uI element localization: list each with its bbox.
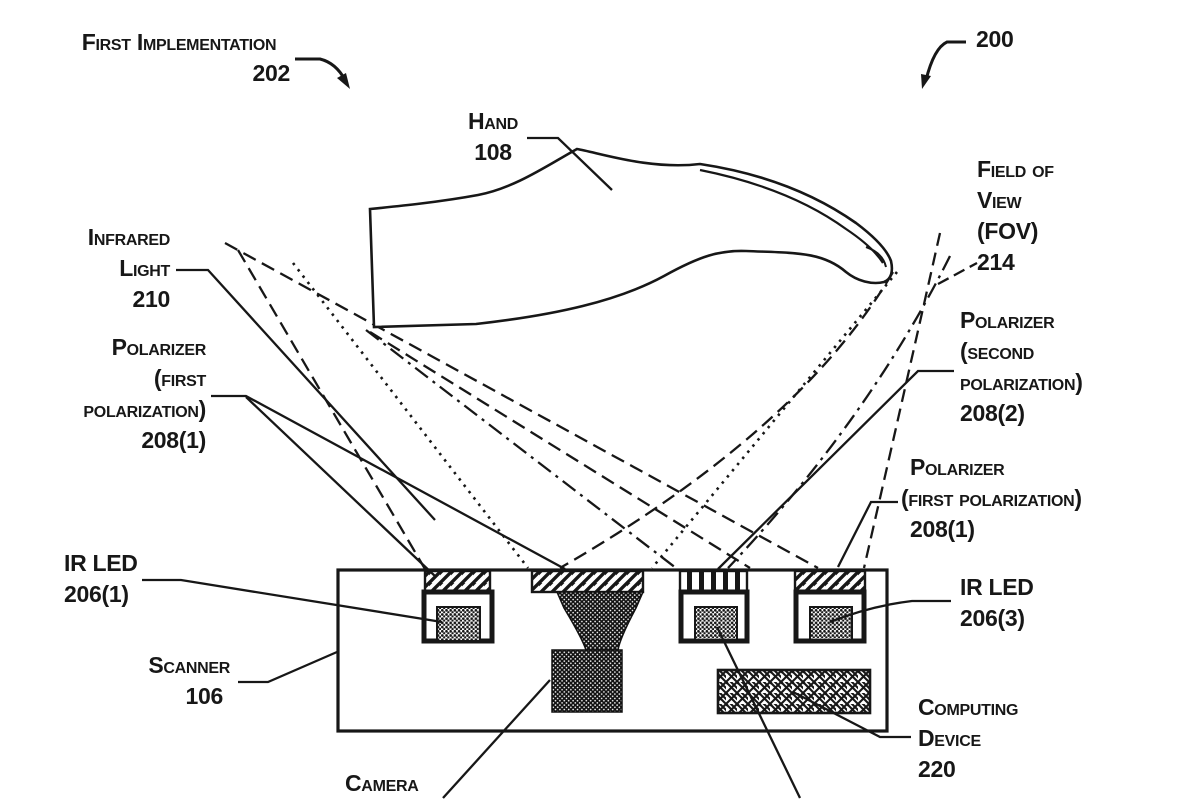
label-ir-led-right: IR LED 206(3) — [960, 574, 1034, 631]
arrow-200 — [924, 40, 966, 81]
computing-device-block — [716, 668, 872, 715]
label-polarizer-first-left: Polarizer (first polarization) 208(1) — [83, 334, 206, 453]
ir-ray-wrist-dashed — [369, 331, 751, 569]
fingernail-line — [865, 246, 887, 268]
hand-outline — [368, 147, 894, 329]
polarizer-strip-first-left — [423, 569, 492, 594]
leader-polarizer-left-b — [245, 396, 437, 578]
label-scanner: Scanner 106 — [148, 652, 230, 709]
leader-infrared-light — [176, 268, 436, 521]
camera-body — [551, 649, 623, 713]
arrow-202 — [295, 57, 347, 81]
fov-ray-right-dashdot — [727, 255, 952, 569]
label-ir-led-left: IR LED 206(1) — [64, 550, 138, 607]
polarizer-strip-first-center — [530, 569, 645, 594]
leader-polarizer-left-a — [211, 394, 566, 571]
leader-camera — [442, 679, 551, 799]
label-computing-device: Computing Device 220 — [918, 694, 1019, 782]
ir-led-die-3 — [809, 606, 853, 641]
leader-ir-led-2 — [715, 626, 802, 799]
label-polarizer-second-right: Polarizer (second polarization) 208(2) — [960, 307, 1083, 426]
label-camera: Camera — [345, 770, 419, 796]
leader-computing-device — [792, 690, 911, 739]
ir-led-die-1 — [436, 606, 481, 642]
leader-scanner — [238, 650, 338, 684]
label-hand: Hand 108 — [467, 108, 519, 165]
ir-ray-left-long — [224, 241, 819, 570]
leader-hand — [527, 136, 613, 191]
arrow-200-head — [921, 74, 931, 89]
light-rays — [224, 232, 978, 570]
label-first-implementation: First Implementation 202 — [81, 29, 291, 86]
ir-ray-right-steep — [862, 232, 942, 569]
leader-polarizer-second — [717, 369, 954, 570]
leader-ir-led-left — [142, 578, 443, 624]
arrow-202-head — [337, 73, 350, 89]
fov-ray-tick-214 — [937, 261, 978, 286]
label-polarizer-first-right: Polarizer (first polarization) 208(1) — [901, 454, 1082, 542]
polarizer-strip-first-right — [793, 569, 867, 594]
label-infrared-light: Infrared Light 210 — [87, 224, 171, 312]
leader-lines — [142, 136, 954, 799]
ir-ray-tip-dashed — [559, 271, 894, 569]
ir-ray-tip-dotted — [650, 271, 899, 569]
fov-ray-wrist-dashdot — [365, 329, 677, 569]
label-field-of-view: Field of View (FOV) 214 — [977, 156, 1054, 275]
leader-polarizer-first-right — [836, 500, 898, 568]
polarizer-strip-second — [678, 569, 749, 594]
ref-arrows — [295, 40, 966, 89]
ir-ray-left-dotted — [291, 262, 530, 569]
label-figure-ref-200: 200 — [976, 26, 1014, 52]
leader-ir-led-right — [829, 599, 951, 624]
ir-led-die-2 — [694, 606, 738, 641]
